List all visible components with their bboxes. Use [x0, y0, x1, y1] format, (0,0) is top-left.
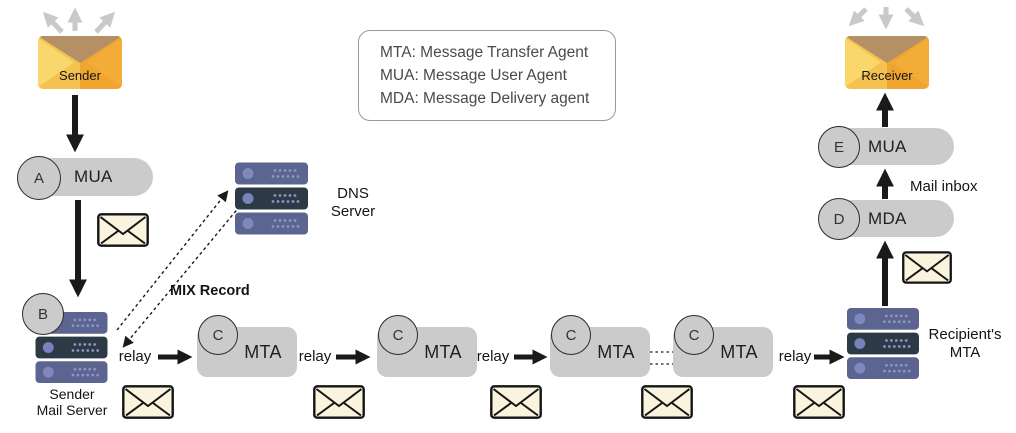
badge-b: B	[22, 293, 64, 335]
mix-record-label: MIX Record	[170, 283, 250, 299]
recipient-mta-server-icon	[847, 307, 919, 385]
receiver-envelope-icon: Receiver	[845, 36, 929, 89]
receiver-mua-label: MUA	[868, 136, 907, 156]
mta-label: MTA	[424, 341, 462, 362]
message-envelope-icon	[902, 251, 952, 289]
dns-server-icon	[235, 162, 308, 240]
badge-a: A	[17, 156, 61, 200]
mail-inbox-label: Mail inbox	[910, 178, 978, 195]
badge-d: D	[818, 198, 860, 240]
badge-c: C	[551, 315, 591, 355]
mta-label: MTA	[597, 341, 635, 362]
badge-e: E	[818, 126, 860, 168]
mta-label: MTA	[244, 341, 282, 362]
message-envelope-icon	[641, 385, 693, 424]
legend-line-mda: MDA: Message Delivery agent	[380, 90, 590, 107]
mta-label: MTA	[720, 341, 758, 362]
sender-mail-server-label: Sender Mail Server	[36, 386, 108, 418]
badge-c: C	[674, 315, 714, 355]
relay-label: relay	[476, 348, 510, 365]
dns-server-label: DNS Server	[330, 185, 376, 220]
sender-label: Sender	[59, 68, 101, 83]
sender-broadcast-arrows-icon	[42, 7, 116, 34]
recipient-mta-label: Recipient's MTA	[928, 326, 1002, 361]
sender-mua-label: MUA	[74, 167, 113, 186]
message-envelope-icon	[313, 385, 365, 424]
message-envelope-icon	[793, 385, 845, 424]
receiver-label: Receiver	[861, 68, 913, 83]
badge-c: C	[378, 315, 418, 355]
message-envelope-icon	[490, 385, 542, 424]
message-envelope-icon	[122, 385, 174, 424]
sender-envelope-icon: Sender	[38, 36, 122, 89]
chain-continuation-dots	[650, 351, 674, 365]
relay-label: relay	[298, 348, 332, 365]
receiver-incoming-arrows-icon	[848, 7, 925, 30]
legend-line-mta: MTA: Message Transfer Agent	[380, 44, 589, 61]
relay-label: relay	[118, 348, 152, 365]
relay-label: relay	[778, 348, 812, 365]
legend-box: MTA: Message Transfer Agent MUA: Message…	[358, 30, 616, 121]
legend-line-mua: MUA: Message User Agent	[380, 67, 567, 84]
message-envelope-icon	[97, 213, 149, 252]
mda-label: MDA	[868, 208, 907, 228]
badge-c: C	[198, 315, 238, 355]
